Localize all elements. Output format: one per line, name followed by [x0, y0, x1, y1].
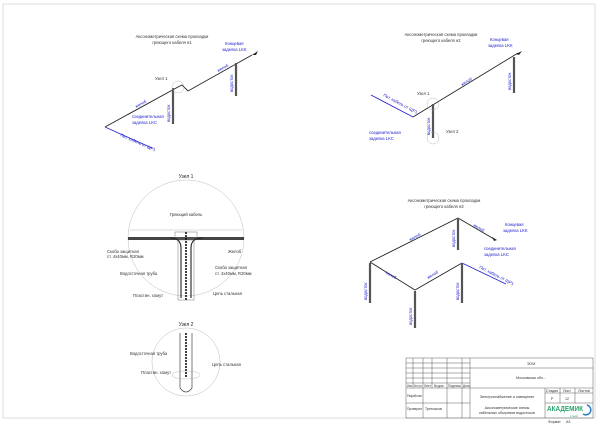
end-seal-label: Концевая	[490, 37, 509, 42]
gutter-label: желоб	[460, 76, 474, 87]
sheet-title-2: кабельных обогревов водостоков	[479, 411, 535, 415]
scheme1-title: Аксонометрическая схема прокладки	[136, 34, 209, 39]
checked-label: Проверил	[407, 407, 422, 411]
downpipe-label: водосток	[166, 105, 171, 122]
label-downpipe: Водосточная труба	[120, 271, 158, 276]
col-header: Подпись	[448, 384, 461, 388]
gutter-label: желоб	[384, 270, 398, 281]
checker-name: Третьяков	[425, 407, 442, 411]
end-seal-icon	[516, 51, 522, 55]
stage-value: Р	[551, 397, 554, 401]
label-gutter: Желоб	[228, 249, 242, 254]
format-label: Формат	[548, 420, 561, 424]
gutter-label: желоб	[408, 232, 422, 242]
scheme-2: Аксонометрическая схема прокладки греюще…	[369, 32, 522, 145]
end-seal-label-2: заделка LKK	[222, 47, 247, 52]
supply-cable	[461, 262, 507, 285]
supply-cable	[370, 94, 414, 118]
gutter-line	[104, 54, 253, 128]
downpipe-label: водосток	[507, 73, 512, 90]
end-seal-icon	[252, 51, 258, 55]
label-bracket-left-2: ст. 4х40мм, R20мм	[107, 254, 144, 259]
node-ref: Узел 1	[155, 76, 168, 81]
downpipe-label: водосток	[451, 230, 456, 247]
doc-code: ЭОМ	[527, 362, 535, 366]
downpipe-label: водосток	[408, 308, 413, 325]
joint-seal-label-2: заделка LKC	[369, 136, 394, 141]
logo-text: АКАДЕМИК	[547, 406, 584, 413]
node-ref: Узел 1	[417, 91, 430, 96]
col-header: Изм.	[407, 384, 413, 388]
node2-title: Узел 2	[179, 322, 194, 328]
end-seal-label-2: заделка LKK	[488, 43, 513, 48]
joint-seal-label-2: заделка LKC	[132, 120, 157, 125]
scheme-1: Аксонометрическая схема прокладки греюще…	[104, 34, 258, 153]
col-header: Лист	[424, 384, 431, 388]
gutter-line	[412, 52, 519, 118]
label-bracket-right-2: ст. 4х40мм, R20мм	[215, 271, 252, 276]
downpipe-label: водосток	[426, 118, 431, 135]
scheme-3: Аксонометрическая схема прокладки греюще…	[363, 198, 528, 328]
downpipe-label: водосток	[455, 283, 460, 300]
end-seal-label: Концевая	[505, 222, 524, 227]
supply-label: Пит. кабель от ЩР1	[479, 264, 516, 286]
scheme1-title-2: греющего кабеля н1	[152, 40, 192, 45]
gutter-label: желоб	[134, 98, 148, 108]
label-clamp: Пластин. хомут	[141, 370, 171, 375]
gutter-label: желоб	[473, 223, 487, 234]
downpipe-label: водосток	[229, 75, 234, 92]
downpipe-label: водосток	[363, 283, 368, 300]
col-header: Дата	[463, 384, 470, 388]
node-1-detail: Узел 1 Греющий кабель Скоба защитная ст.…	[107, 174, 252, 301]
title-block: ЭОМ Московская обл... Электроснабжение и…	[405, 357, 594, 424]
col-header: Кол.уч	[414, 384, 422, 388]
sheet-label: Лист	[563, 389, 571, 393]
gutter-line	[369, 261, 463, 291]
label-heating-cable: Греющий кабель	[170, 212, 203, 217]
supply-label: Пит. кабель от ЩР1	[120, 132, 157, 152]
label-chain: Цепь стальная	[212, 362, 241, 367]
scheme2-title: Аксонометрическая схема прокладки	[405, 32, 478, 37]
node-ref: Узел 2	[446, 129, 459, 134]
company-logo: АКАДЕМИК строй	[547, 404, 592, 418]
sheets-label: Листов	[578, 389, 590, 393]
joint-seal-label: соединительная	[369, 130, 401, 135]
joint-seal-label: соединительная	[132, 114, 164, 119]
logo-subtext: строй	[570, 414, 578, 418]
end-seal-label-2: заделка LKK	[503, 228, 528, 233]
gutter-line	[369, 217, 495, 263]
scheme2-title-2: греющего кабеля н2	[421, 38, 461, 43]
developed-label: Разработал	[407, 394, 422, 398]
stage-label: Стадия	[546, 389, 558, 393]
node-2-detail: Узел 2 Водосточная труба Цепь стальная П…	[130, 322, 241, 397]
end-seal-label: Концевая	[225, 41, 244, 46]
section-title: Электроснабжение и освещение	[480, 395, 535, 399]
node1-title: Узел 1	[179, 174, 194, 180]
end-seal-icon	[492, 237, 497, 241]
sheet-value: 12	[565, 397, 569, 401]
label-downpipe: Водосточная труба	[130, 351, 168, 356]
format-value: А3	[566, 420, 570, 424]
sheet-title: Аксонометрические схемы	[485, 406, 530, 410]
supply-cable	[104, 126, 153, 149]
scheme3-title-2: греющего кабеля н3	[424, 204, 464, 209]
label-chain: Цепь стальная	[213, 291, 242, 296]
gutter-label: желоб	[216, 62, 230, 72]
label-clamp: Пластин. хомут	[133, 293, 163, 298]
label-bracket-right: Скоба защитная	[215, 265, 247, 270]
label-bracket-left: Скоба защитная	[107, 249, 139, 254]
address: Московская обл...	[516, 376, 546, 380]
col-header: №док	[434, 384, 444, 388]
gutter-label: желоб	[426, 269, 440, 280]
sheet-frame	[2, 3, 596, 419]
joint-seal-label-2: заделка LKC	[484, 252, 509, 257]
scheme3-title: Аксонометрическая схема прокладки	[408, 198, 481, 203]
joint-seal-label: соединительная	[484, 246, 516, 251]
